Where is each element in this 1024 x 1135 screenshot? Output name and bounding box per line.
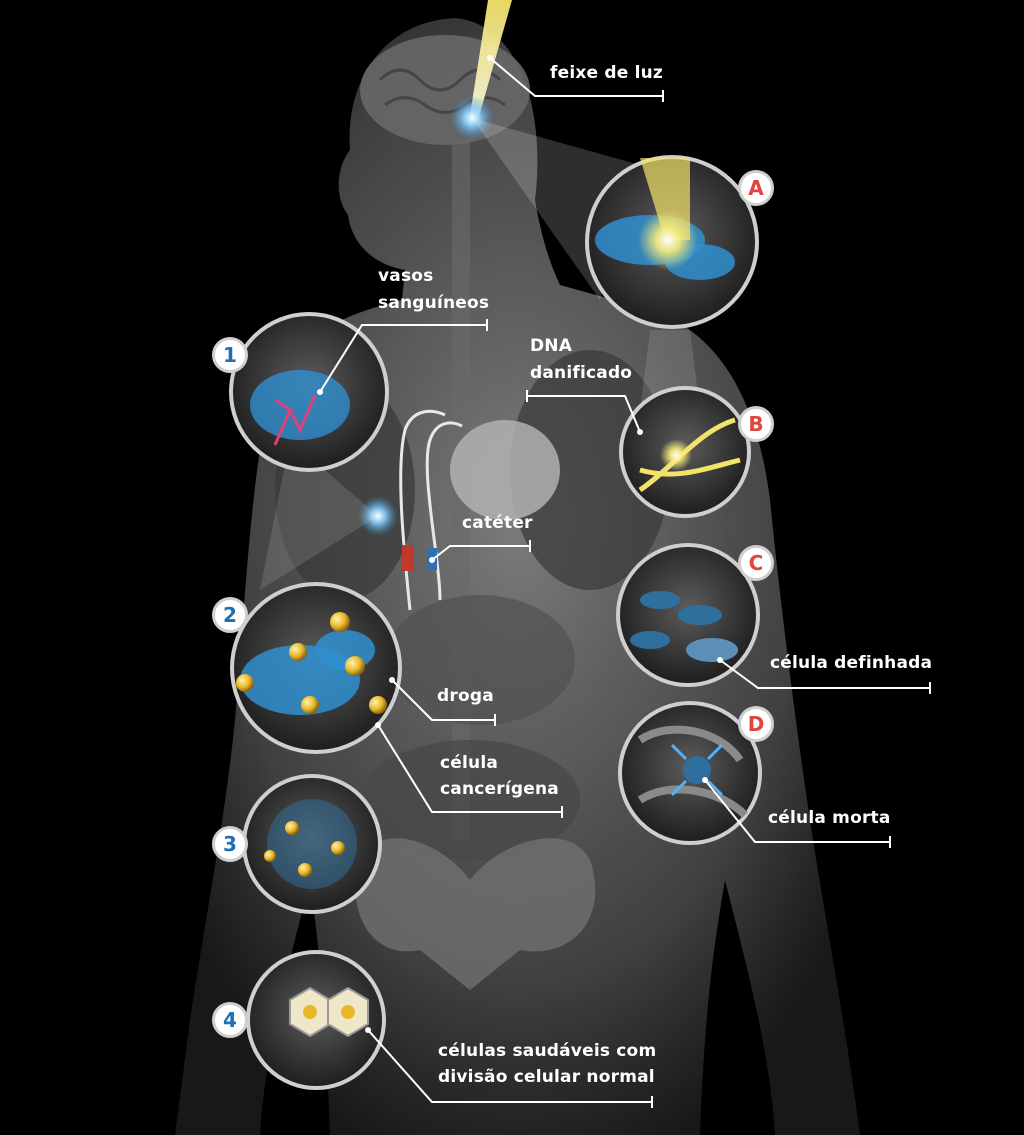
- step-badge-1: 1: [212, 337, 248, 373]
- label-blood-vessels-line2: sanguíneos: [378, 293, 490, 313]
- label-dead-cell: célula morta: [768, 808, 891, 828]
- step-badge-b: B: [738, 406, 774, 442]
- label-drug: droga: [437, 686, 494, 706]
- label-damaged-dna-line2: danificado: [530, 363, 633, 383]
- leader-lines: [319, 57, 931, 1108]
- circle-c-illustration: [616, 543, 760, 687]
- step-badge-4: 4: [212, 1002, 248, 1038]
- tumor-glow-head: [450, 96, 494, 140]
- step-badge-d: D: [738, 706, 774, 742]
- circle-2-illustration: [230, 582, 402, 754]
- label-withered-cell: célula definhada: [770, 653, 933, 673]
- label-light-beam: feixe de luz: [550, 63, 664, 83]
- label-cancer-cell-line2: cancerígena: [440, 779, 559, 799]
- label-healthy-cells-line1: células saudáveis com: [438, 1041, 657, 1061]
- step-badge-3: 3: [212, 826, 248, 862]
- step-badge-a: A: [738, 170, 774, 206]
- label-catheter: catéter: [462, 513, 533, 533]
- label-cancer-cell-line1: célula: [440, 753, 499, 773]
- circle-d-illustration: [618, 701, 762, 845]
- circle-4-illustration: [246, 950, 386, 1090]
- label-healthy-cells-line2: divisão celular normal: [438, 1067, 655, 1087]
- step-badge-c: C: [738, 545, 774, 581]
- circle-a-illustration: [585, 155, 759, 329]
- circle-b-illustration: [619, 386, 751, 518]
- step-badge-2: 2: [212, 597, 248, 633]
- tumor-glow-lung: [358, 496, 398, 536]
- label-blood-vessels-line1: vasos: [378, 266, 434, 286]
- label-damaged-dna-line1: DNA: [530, 336, 573, 356]
- circle-1-illustration: [229, 312, 389, 472]
- circle-3-illustration: [242, 774, 382, 914]
